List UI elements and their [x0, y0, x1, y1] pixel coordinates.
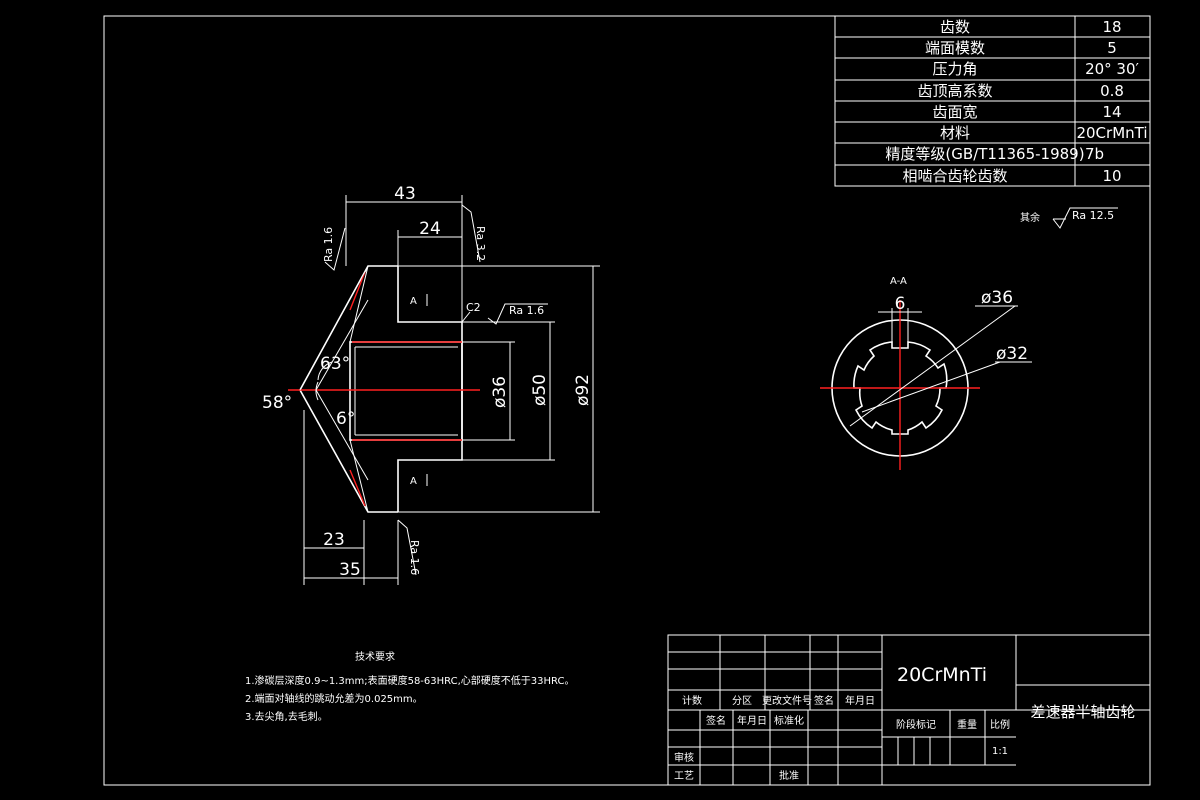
roughness-ra16-right: Ra 1.6: [487, 303, 548, 325]
param-value-face-width: 14: [1102, 103, 1121, 121]
section-dim-6: 6: [895, 294, 906, 314]
param-value-addendum: 0.8: [1100, 82, 1124, 100]
title-label-review: 审核: [674, 751, 694, 764]
hatch-upper: [349, 265, 463, 343]
param-value-material: 20CrMnTi: [1076, 124, 1147, 142]
svg-text:Ra 12.5: Ra 12.5: [1072, 209, 1114, 222]
title-material: 20CrMnTi: [897, 664, 987, 686]
title-label-scale: 比例: [990, 718, 1010, 731]
dim-phi50: ø50: [530, 374, 550, 406]
roughness-ra16-bottom: Ra 1.6: [397, 519, 421, 575]
title-label-approve: 批准: [779, 769, 799, 782]
title-part-name: 差速器半轴齿轮: [1030, 703, 1135, 721]
section-aa-view: A-A 6 ø36 ø32: [820, 276, 1032, 470]
title-label-stage: 阶段标记: [896, 718, 936, 731]
section-aa-title: A-A: [890, 276, 907, 287]
dim-angle-63: 63°: [320, 354, 350, 374]
dim-43: 43: [394, 184, 416, 204]
svg-text:标准化: 标准化: [774, 714, 804, 727]
tech-req-item-1: 1.渗碳层深度0.9~1.3mm;表面硬度58-63HRC,心部硬度不低于33H…: [245, 674, 574, 687]
dim-35: 35: [339, 560, 361, 580]
param-label-pressure-angle: 压力角: [932, 60, 977, 78]
svg-text:分区: 分区: [732, 695, 752, 707]
technical-requirements: 技术要求 1.渗碳层深度0.9~1.3mm;表面硬度58-63HRC,心部硬度不…: [245, 650, 574, 723]
param-value-pressure-angle: 20° 30′: [1085, 60, 1139, 78]
svg-text:签名: 签名: [706, 714, 726, 727]
param-value-teeth: 18: [1102, 18, 1121, 36]
dim-angle-6: 6°: [336, 409, 355, 429]
roughness-ra32: Ra 3.2: [461, 204, 487, 263]
main-section-view: C2 A A 43 24 23 35 ø36 ø50: [262, 184, 600, 585]
dim-23: 23: [323, 530, 345, 550]
roughness-other: 其余 Ra 12.5: [1020, 207, 1118, 229]
svg-text:A: A: [410, 296, 417, 307]
param-label-material: 材料: [940, 124, 970, 142]
chamfer-label: C2: [466, 301, 481, 314]
dim-phi36: ø36: [490, 376, 510, 408]
roughness-ra16-top: Ra 1.6: [322, 227, 346, 271]
svg-text:A: A: [410, 476, 417, 487]
param-value-accuracy: 7b: [1085, 145, 1104, 163]
drawing-border: [103, 15, 1151, 786]
gear-parameter-table: 齿数 18 端面模数 5 压力角 20° 30′ 齿顶高系数 0.8 齿面宽 1…: [834, 15, 1151, 187]
svg-text:Ra 1.6: Ra 1.6: [408, 540, 421, 575]
svg-text:Ra 1.6: Ra 1.6: [509, 304, 544, 317]
dim-24: 24: [419, 219, 441, 239]
param-label-face-width: 齿面宽: [932, 103, 977, 121]
hatch-lower: [349, 439, 463, 513]
param-label-teeth: 齿数: [940, 18, 970, 36]
svg-text:签名: 签名: [814, 694, 834, 707]
dim-angle-58: 58°: [262, 393, 292, 413]
tech-req-item-2: 2.端面对轴线的跳动允差为0.025mm。: [245, 692, 423, 705]
svg-text:Ra 1.6: Ra 1.6: [322, 227, 335, 262]
title-label-process: 工艺: [674, 770, 694, 782]
param-value-mating-teeth: 10: [1102, 167, 1121, 185]
title-block: 计数 分区 更改文件号 签名 年月日 签名 年月日 标准化 审核 工艺 批准 2…: [667, 634, 1151, 786]
param-label-accuracy: 精度等级(GB/T11365-1989): [885, 145, 1084, 163]
svg-text:Ra 3.2: Ra 3.2: [474, 226, 487, 261]
param-label-mating-teeth: 相啮合齿轮齿数: [902, 167, 1007, 185]
section-dim-phi32: ø32: [996, 344, 1028, 364]
title-label-weight: 重量: [957, 718, 977, 731]
svg-text:其余: 其余: [1020, 211, 1040, 224]
title-scale-value: 1:1: [992, 746, 1008, 757]
tech-req-title: 技术要求: [355, 650, 395, 663]
tech-req-item-3: 3.去尖角,去毛刺。: [245, 710, 328, 723]
spline-bore: [853, 341, 948, 435]
svg-text:年月日: 年月日: [845, 694, 875, 707]
svg-text:年月日: 年月日: [737, 714, 767, 727]
svg-text:计数: 计数: [682, 694, 702, 707]
param-value-module: 5: [1107, 39, 1117, 57]
svg-text:更改文件号: 更改文件号: [762, 694, 812, 707]
dim-phi92: ø92: [573, 374, 593, 406]
param-label-module: 端面模数: [925, 39, 985, 57]
param-label-addendum: 齿顶高系数: [917, 82, 992, 100]
section-dim-phi36: ø36: [981, 288, 1013, 308]
